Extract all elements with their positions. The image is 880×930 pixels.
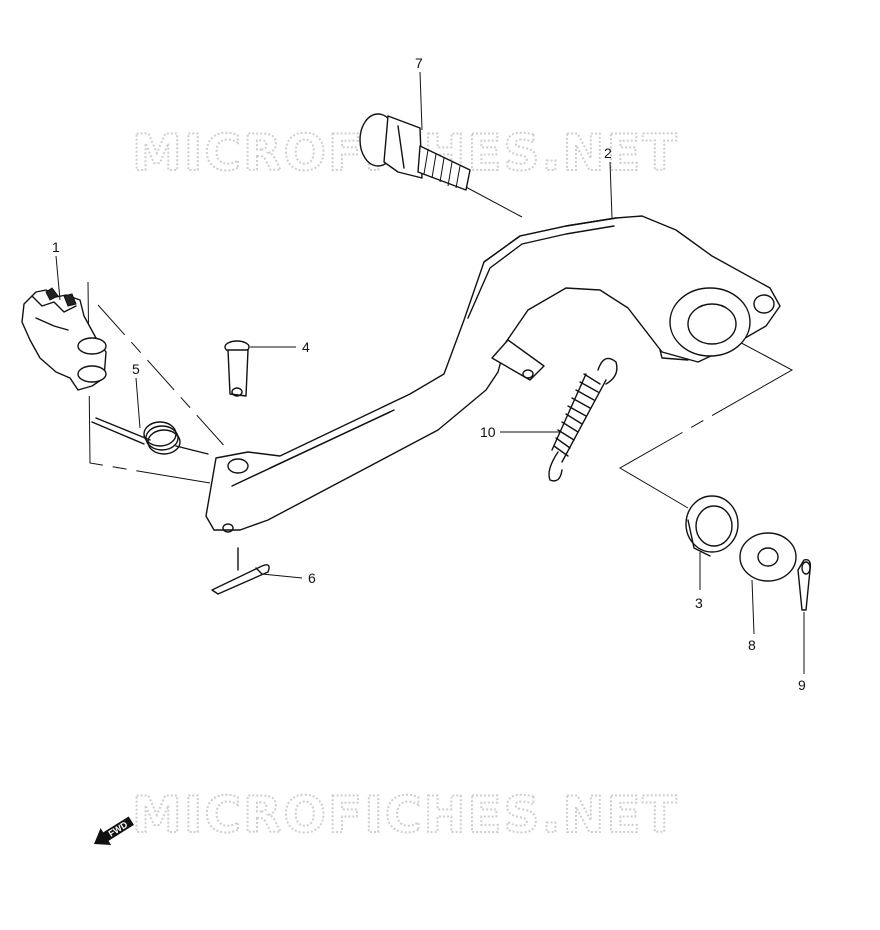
part-9-cotter-pin [797,559,812,611]
part-8-washer [739,532,797,582]
part-6-cotter-pin [211,547,270,595]
callout-5: 5 [132,361,140,377]
part-3-seal [685,495,739,557]
callout-10: 10 [480,424,496,440]
callout-8: 8 [748,637,756,653]
part-2-brake-pedal [205,215,781,533]
callout-4: 4 [302,339,310,355]
callout-6: 6 [308,570,316,586]
part-10-return-spring [548,357,618,482]
callout-9: 9 [798,677,806,693]
watermark-bottom: MICROFICHES.NET [132,786,679,844]
callout-leaders [55,71,805,674]
callout-3: 3 [695,595,703,611]
part-1-bracket [21,287,107,391]
part-4-pin [224,340,250,397]
callout-7: 7 [415,55,423,71]
part-7-pivot-bolt [359,113,471,191]
callout-labels: 1 2 3 4 5 6 7 8 9 10 [52,55,806,693]
forward-arrow-icon: FWD [94,816,134,846]
callout-1: 1 [52,239,60,255]
callout-2: 2 [604,145,612,161]
part-5-torsion-spring [91,417,209,455]
